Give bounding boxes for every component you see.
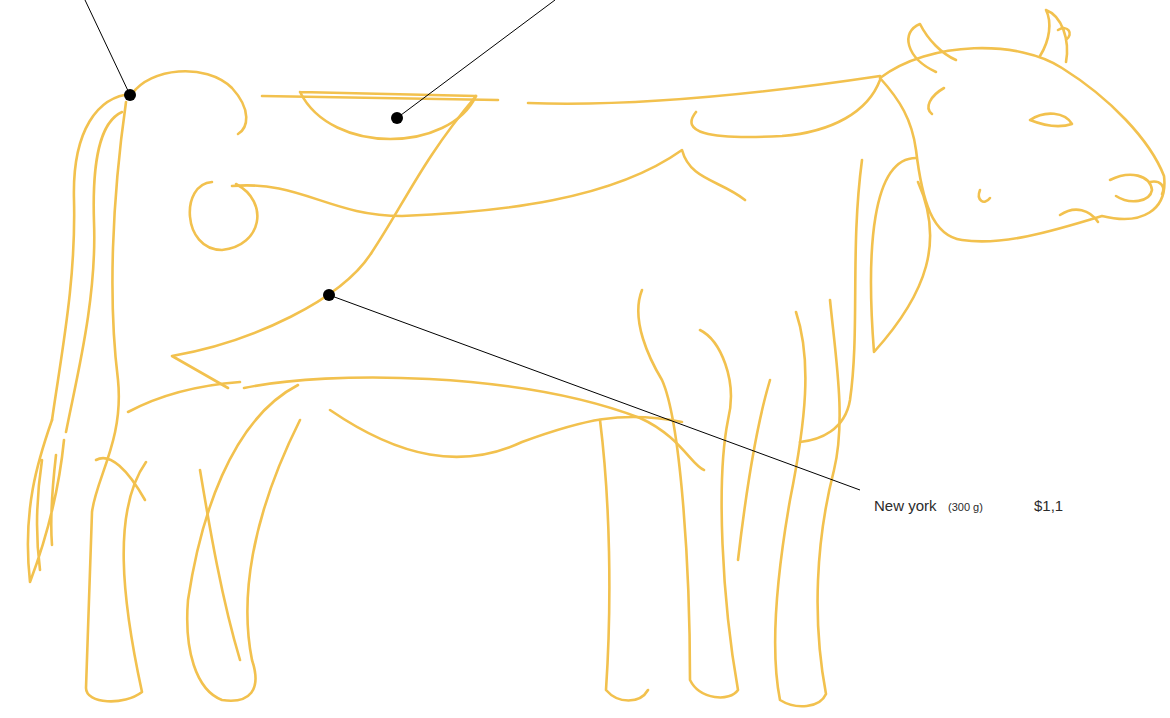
leader-dot bbox=[124, 89, 136, 101]
leader-lines bbox=[85, 0, 860, 490]
rear-leg bbox=[96, 458, 145, 500]
belly-line bbox=[244, 377, 704, 470]
loin-outline bbox=[300, 92, 476, 139]
horn bbox=[1040, 10, 1070, 62]
head-outline bbox=[880, 48, 1164, 241]
cut-price: $1,1 bbox=[1034, 497, 1063, 515]
cow-outline bbox=[28, 10, 1165, 706]
leader-line bbox=[85, 0, 130, 95]
cheek-mark bbox=[979, 190, 990, 202]
back-line bbox=[528, 76, 880, 104]
tail-tuft bbox=[28, 420, 64, 582]
leader-dot bbox=[391, 112, 403, 124]
flank-line bbox=[232, 150, 745, 216]
mouth bbox=[1060, 210, 1098, 222]
chest-line bbox=[800, 160, 862, 442]
cut-weight: (300 g) bbox=[948, 501, 983, 514]
eye bbox=[1030, 114, 1072, 126]
belly-line bbox=[330, 410, 682, 457]
rump-line bbox=[132, 71, 246, 134]
rear-leg bbox=[86, 102, 146, 701]
leader-line bbox=[397, 0, 555, 118]
rear-leg bbox=[200, 470, 240, 660]
hip-line bbox=[172, 96, 476, 388]
nose bbox=[1150, 182, 1163, 194]
flank-loop bbox=[190, 182, 258, 250]
rear-leg bbox=[187, 385, 300, 701]
leader-dots bbox=[124, 89, 403, 301]
front-leg bbox=[738, 380, 770, 560]
horn bbox=[908, 24, 956, 114]
front-leg bbox=[600, 420, 648, 701]
leader-dot bbox=[323, 289, 335, 301]
rear-leg bbox=[128, 382, 240, 412]
front-leg bbox=[775, 300, 840, 706]
leader-line bbox=[329, 295, 860, 490]
front-leg bbox=[638, 290, 738, 697]
shoulder-line bbox=[691, 80, 880, 137]
nose bbox=[1110, 175, 1152, 201]
cut-name: New york bbox=[874, 497, 937, 515]
